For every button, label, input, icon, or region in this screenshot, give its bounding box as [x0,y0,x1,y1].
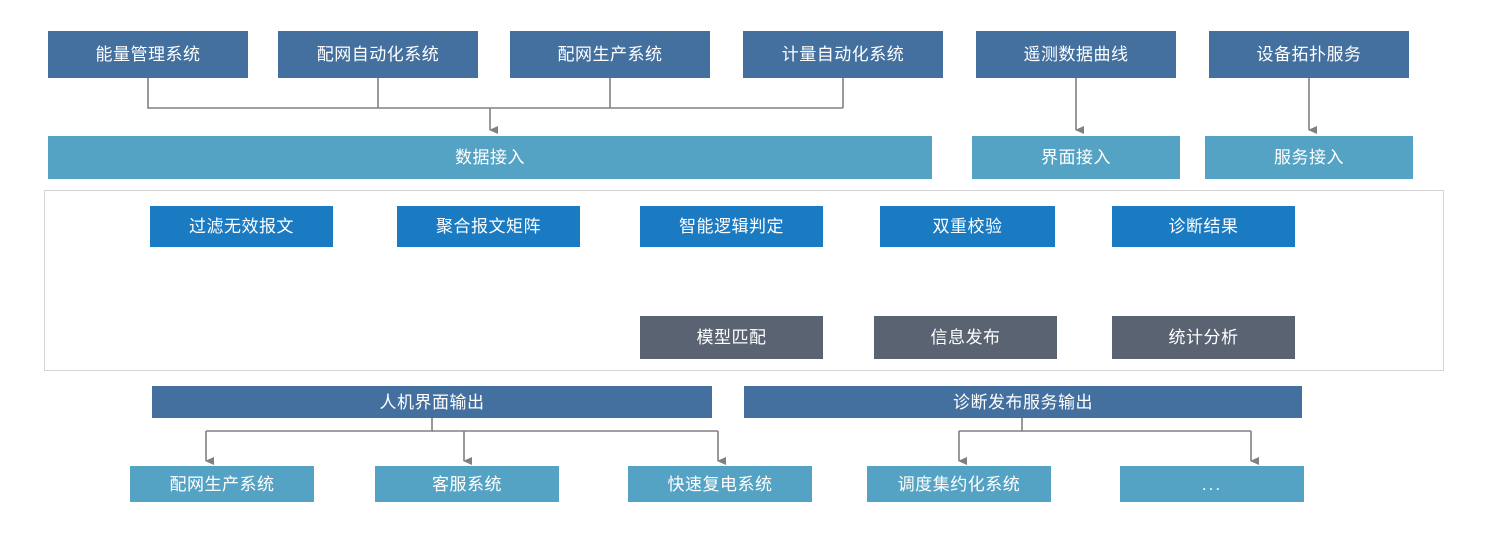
consumer-system-label: 客服系统 [432,474,502,494]
consumer-system-box[interactable]: 配网生产系统 [130,466,314,502]
source-system-box[interactable]: 计量自动化系统 [743,31,943,78]
processing-output-box[interactable]: 统计分析 [1112,316,1295,359]
pipeline-step-box[interactable]: 聚合报文矩阵 [397,206,580,247]
source-system-box[interactable]: 能量管理系统 [48,31,248,78]
output-bar-label: 人机界面输出 [379,392,485,412]
pipeline-step-label: 双重校验 [932,217,1003,236]
source-system-box[interactable]: 配网自动化系统 [278,31,478,78]
source-system-label: 遥测数据曲线 [1023,45,1129,64]
pipeline-step-box[interactable]: 过滤无效报文 [150,206,333,247]
access-layer-service[interactable]: 服务接入 [1205,136,1413,179]
processing-output-box[interactable]: 信息发布 [874,316,1057,359]
processing-output-label: 信息发布 [930,328,1001,347]
access-layer-label: 服务接入 [1274,148,1344,167]
source-system-box[interactable]: 配网生产系统 [510,31,710,78]
access-layer-data[interactable]: 数据接入 [48,136,932,179]
source-system-label: 能量管理系统 [95,45,201,64]
source-system-label: 配网生产系统 [557,45,663,64]
output-bar-label: 诊断发布服务输出 [953,392,1093,412]
source-system-label: 配网自动化系统 [316,45,440,64]
processing-output-label: 统计分析 [1168,328,1239,347]
pipeline-step-label: 过滤无效报文 [189,217,294,236]
pipeline-step-label: 诊断结果 [1168,217,1239,236]
consumer-system-box[interactable]: 调度集约化系统 [867,466,1051,502]
processing-output-box[interactable]: 模型匹配 [640,316,823,359]
pipeline-step-label: 智能逻辑判定 [679,217,784,236]
consumer-system-box-more[interactable]: ... [1120,466,1304,502]
consumer-system-box[interactable]: 快速复电系统 [628,466,812,502]
source-system-label: 计量自动化系统 [781,45,905,64]
source-system-box[interactable]: 设备拓扑服务 [1209,31,1409,78]
consumer-system-box[interactable]: 客服系统 [375,466,559,502]
output-bar-ui[interactable]: 人机界面输出 [152,386,712,418]
consumer-system-label: 调度集约化系统 [897,474,1021,494]
pipeline-step-box[interactable]: 双重校验 [880,206,1055,247]
processing-output-label: 模型匹配 [696,328,767,347]
output-bar-service[interactable]: 诊断发布服务输出 [744,386,1302,418]
access-layer-label: 数据接入 [455,148,525,167]
pipeline-step-label: 聚合报文矩阵 [436,217,541,236]
pipeline-step-box[interactable]: 诊断结果 [1112,206,1295,247]
access-layer-ui[interactable]: 界面接入 [972,136,1180,179]
consumer-system-label: ... [1201,474,1223,494]
source-system-label: 设备拓扑服务 [1256,45,1362,64]
consumer-system-label: 配网生产系统 [169,474,275,494]
access-layer-label: 界面接入 [1041,148,1111,167]
pipeline-step-box[interactable]: 智能逻辑判定 [640,206,823,247]
consumer-system-label: 快速复电系统 [667,474,773,494]
source-system-box[interactable]: 遥测数据曲线 [976,31,1176,78]
